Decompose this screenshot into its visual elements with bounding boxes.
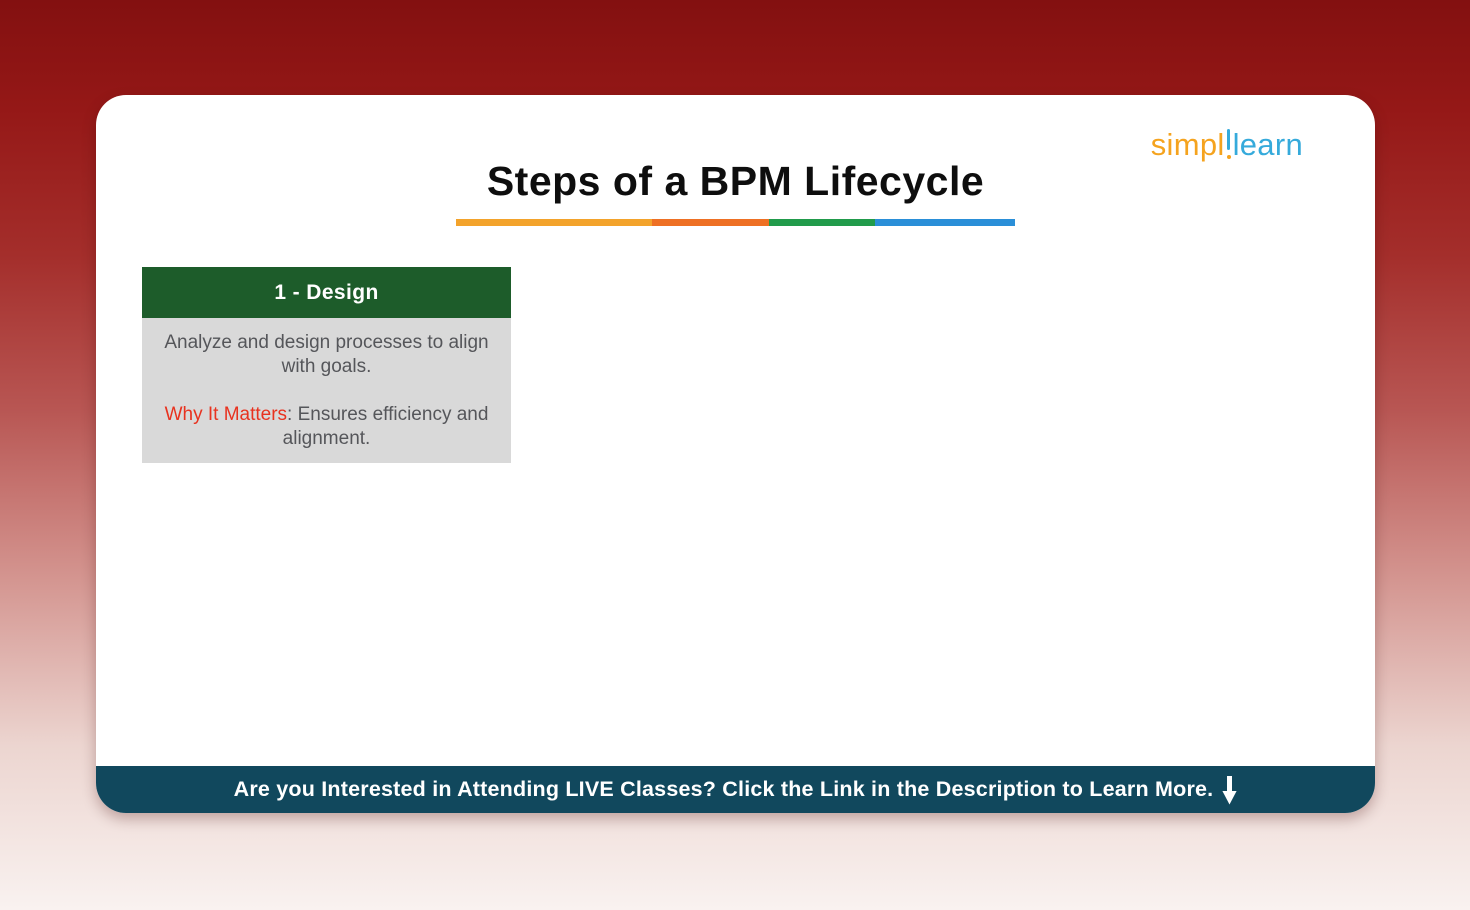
title-underline (455, 219, 1016, 227)
step-card-design: 1 - Design Analyze and design processes … (142, 267, 511, 463)
page-title: Steps of a BPM Lifecycle (486, 158, 985, 204)
step-card-body: Analyze and design processes to align wi… (142, 318, 511, 463)
banner-text: Are you Interested in Attending LIVE Cla… (233, 777, 1214, 801)
underline-segment-orange (651, 219, 770, 227)
step-card-header: 1 - Design (142, 267, 511, 318)
step-why-matters: Why It Matters: Ensures efficiency and a… (158, 403, 495, 451)
logo-text-learn: learn (1232, 127, 1303, 162)
live-classes-banner: Are you Interested in Attending LIVE Cla… (96, 766, 1375, 813)
underline-segment-green (769, 219, 876, 227)
why-it-matters-label: Why It Matters (164, 404, 288, 426)
why-it-matters-text: : Ensures efficiency and alignment. (282, 404, 489, 450)
logo-text-simpl: simpl (1150, 127, 1225, 162)
title-block: Steps of a BPM Lifecycle (96, 158, 1375, 227)
down-arrow-icon (1222, 776, 1237, 805)
underline-segment-yellow (455, 219, 652, 227)
underline-segment-blue (875, 219, 1016, 227)
step-description: Analyze and design processes to align wi… (164, 332, 489, 378)
logo-i-mark-icon (1225, 129, 1233, 159)
